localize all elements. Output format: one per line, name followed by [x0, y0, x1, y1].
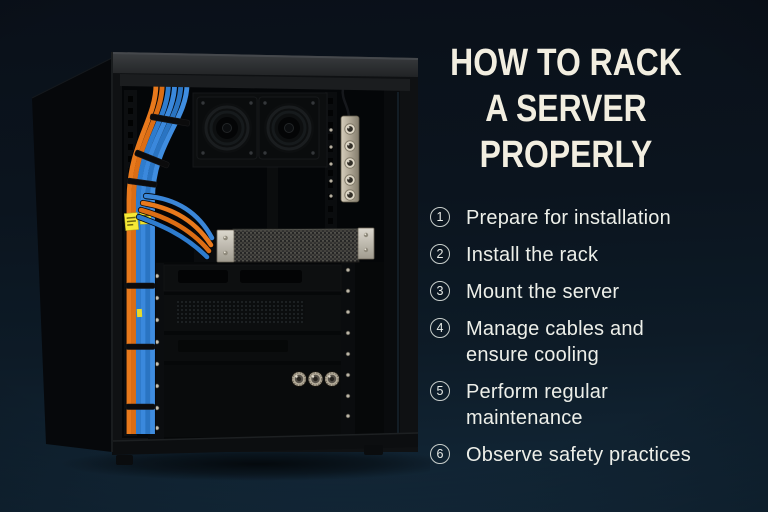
step-item-5: 5 Perform regular maintenance	[430, 379, 691, 431]
panel-knobs	[291, 371, 340, 387]
title-line-1: HOW TO RACK	[450, 42, 682, 84]
center-support	[267, 158, 278, 238]
step-label: Manage cables and ensure cooling	[466, 318, 644, 366]
step-number-badge: 2	[430, 244, 450, 264]
step-label: Install the rack	[466, 244, 599, 266]
step-item-4: 4 Manage cables and ensure cooling	[430, 316, 691, 368]
server-rack-photo	[31, 52, 430, 481]
step-label: Observe safety practices	[466, 444, 691, 466]
step-item-2: 2 Install the rack	[430, 242, 691, 268]
fan-right	[258, 96, 320, 160]
server-mesh-front	[232, 228, 360, 263]
server-unit	[216, 227, 375, 263]
step-item-3: 3 Mount the server	[430, 279, 691, 305]
page-title: HOW TO RACK A SERVER PROPERLY	[448, 40, 683, 178]
cooling-fans	[192, 92, 328, 168]
server-left-ear	[216, 229, 235, 263]
step-label: Perform regular maintenance	[466, 381, 608, 429]
step-number-badge: 6	[430, 444, 450, 464]
step-label: Prepare for installation	[466, 207, 671, 229]
step-item-1: 1 Prepare for installation	[430, 205, 691, 231]
step-number-badge: 5	[430, 381, 450, 401]
title-line-2: A SERVER	[485, 88, 647, 130]
step-number-badge: 1	[430, 207, 450, 227]
rack-panels	[148, 262, 384, 440]
step-item-6: 6 Observe safety practices	[430, 442, 691, 468]
content-panel: HOW TO RACK A SERVER PROPERLY 1 Prepare …	[426, 0, 760, 512]
cabinet-left-side	[32, 58, 112, 452]
step-label: Mount the server	[466, 281, 620, 303]
step-number-badge: 3	[430, 281, 450, 301]
fan-left	[196, 96, 258, 160]
step-number-badge: 4	[430, 318, 450, 338]
server-right-ear	[357, 227, 375, 260]
steps-list: 1 Prepare for installation 2 Install the…	[430, 205, 691, 468]
title-line-3: PROPERLY	[479, 134, 653, 176]
